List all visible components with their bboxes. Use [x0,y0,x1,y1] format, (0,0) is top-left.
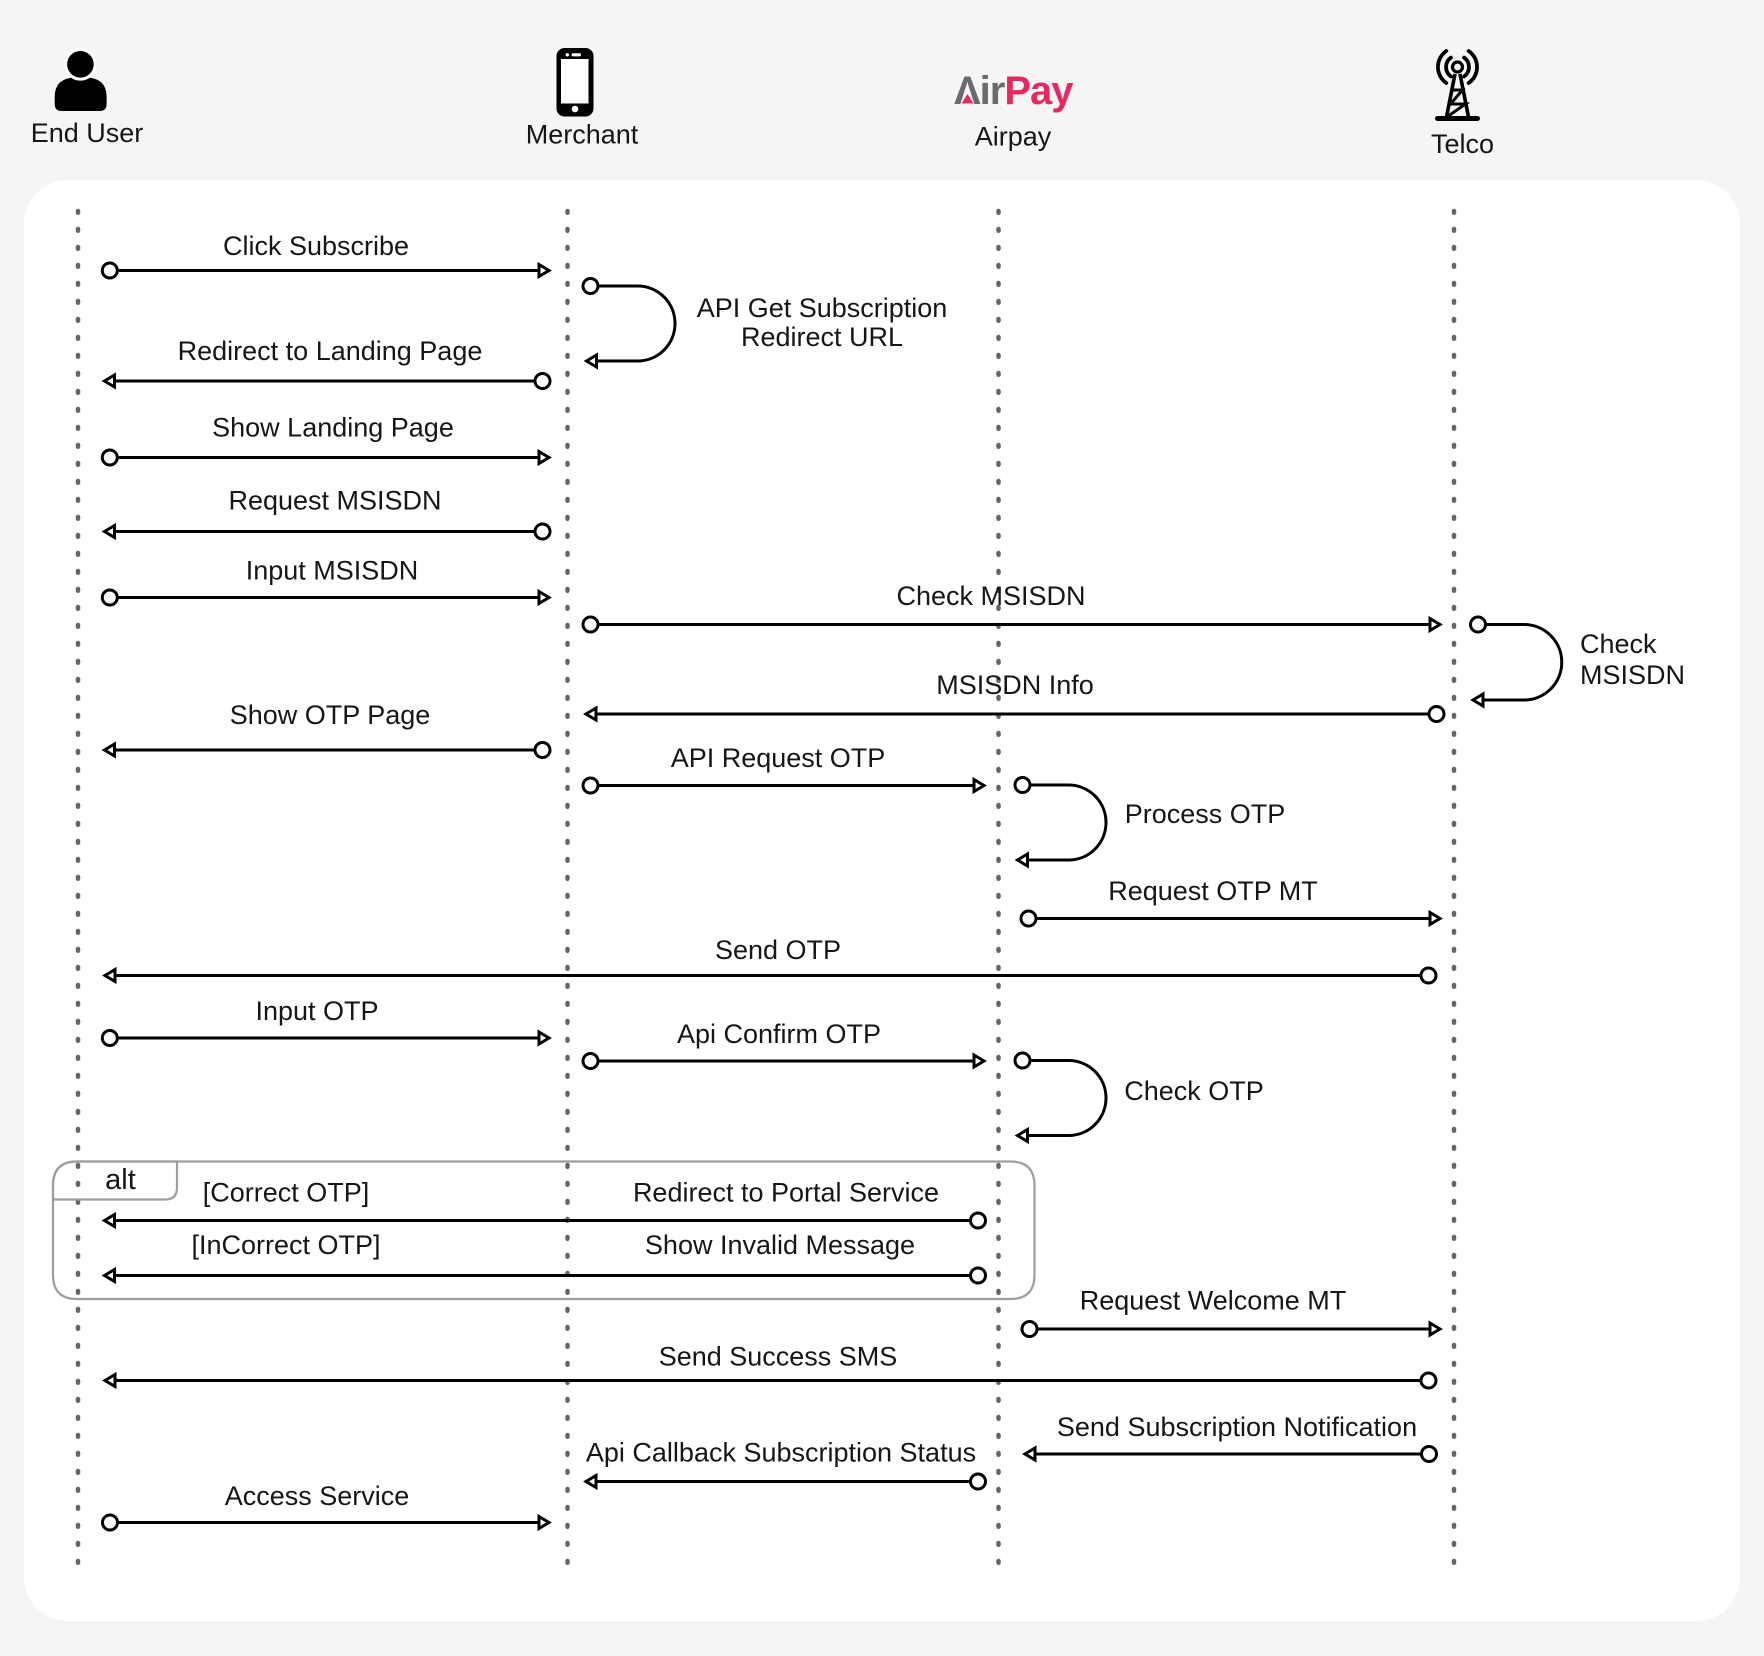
svg-text:MSISDN: MSISDN [1580,660,1685,690]
svg-text:alt: alt [105,1164,136,1196]
svg-text:Input OTP: Input OTP [255,996,378,1026]
svg-text:End User: End User [31,118,144,148]
svg-text:API Get Subscription: API Get Subscription [697,293,948,323]
svg-text:Check MSISDN: Check MSISDN [896,581,1085,611]
svg-text:Send Subscription Notification: Send Subscription Notification [1057,1412,1417,1442]
svg-text:Request OTP MT: Request OTP MT [1108,876,1318,906]
svg-text:Input MSISDN: Input MSISDN [246,556,419,586]
svg-text:[Correct OTP]: [Correct OTP] [203,1178,370,1208]
svg-text:Check OTP: Check OTP [1124,1076,1264,1106]
svg-text:Request Welcome MT: Request Welcome MT [1080,1286,1347,1316]
svg-text:Show Landing Page: Show Landing Page [212,413,454,443]
svg-text:Show Invalid Message: Show Invalid Message [645,1230,915,1260]
svg-text:Redirect to Portal Service: Redirect to Portal Service [633,1178,939,1208]
svg-text:MSISDN Info: MSISDN Info [936,670,1094,700]
svg-text:Request MSISDN: Request MSISDN [228,486,441,516]
svg-text:Airpay: Airpay [975,122,1052,152]
svg-text:Redirect URL: Redirect URL [741,322,903,352]
svg-text:Check: Check [1580,629,1657,659]
svg-text:[InCorrect OTP]: [InCorrect OTP] [191,1230,380,1260]
svg-text:Show OTP Page: Show OTP Page [230,700,431,730]
svg-text:ΛirPay: ΛirPay [954,69,1074,113]
svg-text:Merchant: Merchant [526,120,639,150]
svg-text:Redirect to Landing Page: Redirect to Landing Page [178,336,483,366]
svg-text:Send OTP: Send OTP [715,935,841,965]
svg-text:Api Confirm OTP: Api Confirm OTP [677,1019,881,1049]
svg-text:Send Success SMS: Send Success SMS [659,1342,898,1372]
svg-text:API Request OTP: API Request OTP [671,743,886,773]
svg-text:Access Service: Access Service [225,1481,410,1511]
svg-text:Click Subscribe: Click Subscribe [223,231,409,261]
svg-text:Telco: Telco [1431,129,1494,159]
svg-text:Api Callback Subscription Stat: Api Callback Subscription Status [586,1438,976,1468]
svg-text:Process OTP: Process OTP [1125,799,1286,829]
